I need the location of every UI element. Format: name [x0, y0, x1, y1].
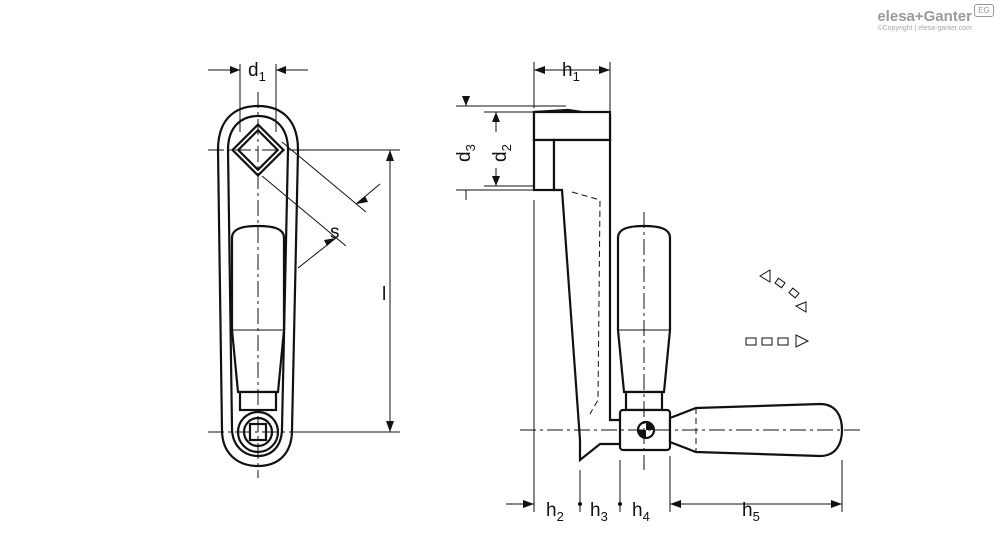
- label-h4: h4: [632, 500, 650, 524]
- brand-logo: elesa+Ganter ©Copyright | elesa-ganter.c…: [877, 8, 972, 32]
- dimension-s: s: [261, 141, 381, 269]
- label-d1: d1: [248, 60, 266, 84]
- label-s: s: [330, 222, 340, 243]
- fold-motion-arrow: [759, 269, 807, 313]
- dimension-d3: d3: [454, 96, 566, 200]
- hub-bore: [532, 138, 556, 192]
- crank-arm-inner-edge: [226, 114, 290, 458]
- slide-motion-arrow: [745, 334, 810, 348]
- brand-badge: EG: [974, 4, 994, 17]
- side-arm: [552, 138, 672, 463]
- brand-name: elesa+Ganter: [877, 8, 972, 25]
- dimension-l: l: [300, 149, 400, 433]
- label-h5: h5: [742, 500, 760, 524]
- motion-arrows: [745, 269, 810, 348]
- label-d2: d2: [490, 144, 514, 162]
- label-h2: h2: [546, 500, 564, 524]
- front-view: [208, 92, 308, 478]
- side-view: [520, 108, 860, 470]
- label-h3: h3: [590, 500, 608, 524]
- dimension-bottom-chain: h2 h3 h4 h5: [506, 200, 843, 524]
- label-h1: h1: [562, 60, 580, 84]
- dimension-d1: d1: [208, 60, 308, 132]
- label-d3: d3: [454, 144, 478, 162]
- dimension-d2: d2: [484, 111, 534, 187]
- label-l: l: [382, 284, 386, 305]
- brand-copyright: ©Copyright | elesa-ganter.com: [877, 25, 972, 32]
- dimension-h1: h1: [533, 60, 611, 112]
- square-hub-inner: [236, 128, 280, 172]
